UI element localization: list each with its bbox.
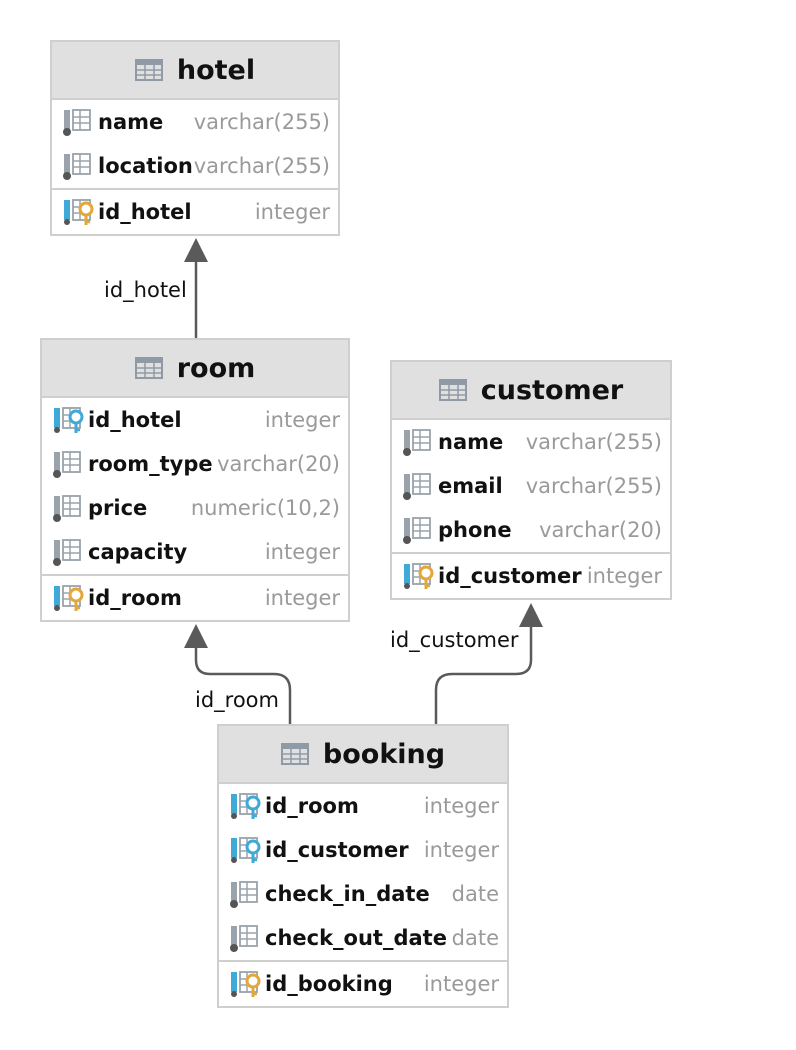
column-name: id_room [265,794,359,818]
key-section-divider [392,552,670,554]
column-type: varchar(20) [217,452,340,476]
column-name: check_in_date [265,882,430,906]
column-name: check_out_date [265,926,447,950]
column-type: varchar(255) [525,474,662,498]
primary-key-column-icon [62,197,96,227]
column-type: integer [423,972,499,996]
column-icon [62,107,96,137]
table-booking-row-check-in-date[interactable]: check_in_date date [219,872,507,916]
column-type: integer [254,200,330,224]
arrowhead-customer [519,603,543,627]
column-type: integer [423,838,499,862]
column-icon [402,427,436,457]
column-icon [229,879,263,909]
table-customer[interactable]: customer name varchar(255) email varchar(255… [390,360,672,600]
column-type: integer [423,794,499,818]
column-name: name [438,430,504,454]
column-name: price [88,496,148,520]
column-type: date [451,882,499,906]
column-name: room_type [88,452,213,476]
column-name: id_hotel [88,408,182,432]
table-booking-row-id-booking[interactable]: id_booking integer [219,962,507,1006]
column-name: id_customer [438,564,582,588]
table-title: customer [480,374,624,406]
key-section-divider [42,574,348,576]
table-room-row-price[interactable]: price numeric(10,2) [42,486,348,530]
column-name: id_booking [265,972,393,996]
column-icon [52,493,86,523]
table-booking-row-id-room[interactable]: id_room integer [219,784,507,828]
foreign-key-column-icon [229,835,263,865]
arrowhead-room [184,624,208,648]
connector-booking-room [194,648,292,724]
column-icon [52,537,86,567]
primary-key-column-icon [52,583,86,613]
column-name: name [98,110,164,134]
column-type: integer [264,586,340,610]
table-customer-row-name[interactable]: name varchar(255) [392,420,670,464]
key-section-divider [219,960,507,962]
column-icon [229,923,263,953]
relationship-label-room-hotel: id_hotel [104,278,187,302]
table-room-row-id-hotel[interactable]: id_hotel integer [42,398,348,442]
key-section-divider [52,188,338,190]
column-name: id_customer [265,838,409,862]
column-type: numeric(10,2) [190,496,340,520]
column-icon [402,471,436,501]
foreign-key-column-icon [229,791,263,821]
primary-key-column-icon [229,969,263,999]
column-type: varchar(255) [193,110,330,134]
table-title: room [176,352,256,384]
column-type: integer [586,564,662,588]
table-icon [134,59,163,81]
column-type: integer [264,540,340,564]
table-room-row-id-room[interactable]: id_room integer [42,576,348,620]
table-hotel-row-id-hotel[interactable]: id_hotel integer [52,190,338,234]
table-customer-row-email[interactable]: email varchar(255) [392,464,670,508]
table-header[interactable]: room [42,340,348,398]
column-type: varchar(255) [193,154,330,178]
column-name: email [438,474,503,498]
column-name: location [98,154,193,178]
column-type: integer [264,408,340,432]
column-type: date [451,926,499,950]
column-name: id_room [88,586,182,610]
table-room-row-capacity[interactable]: capacity integer [42,530,348,574]
column-name: phone [438,518,512,542]
primary-key-column-icon [402,561,436,591]
column-icon [52,449,86,479]
column-type: varchar(255) [525,430,662,454]
table-customer-row-phone[interactable]: phone varchar(20) [392,508,670,552]
column-name: capacity [88,540,188,564]
arrowhead-hotel [184,238,208,262]
foreign-key-column-icon [52,405,86,435]
table-booking-row-id-customer[interactable]: id_customer integer [219,828,507,872]
column-type: varchar(20) [539,518,662,542]
table-title: hotel [176,54,256,86]
relationship-label-booking-customer: id_customer [390,628,519,652]
table-icon [438,379,467,401]
column-icon [402,515,436,545]
table-hotel-row-name[interactable]: name varchar(255) [52,100,338,144]
column-name: id_hotel [98,200,192,224]
table-header[interactable]: customer [392,362,670,420]
table-title: booking [322,738,446,770]
table-header[interactable]: hotel [52,42,338,100]
table-icon [280,743,309,765]
relationship-label-booking-room: id_room [195,688,279,712]
connector-booking-customer [434,627,533,724]
table-header[interactable]: booking [219,726,507,784]
table-icon [134,357,163,379]
column-icon [62,151,96,181]
